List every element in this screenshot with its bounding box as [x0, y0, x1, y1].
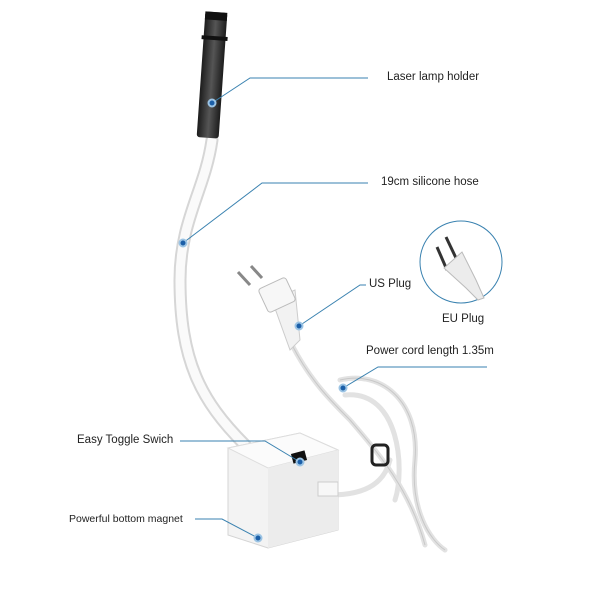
lamp-holder — [196, 11, 228, 139]
label-us-plug: US Plug — [369, 278, 412, 290]
label-eu-plug: EU Plug — [442, 313, 485, 325]
cable-tie — [370, 443, 390, 467]
label-silicone-hose: 19cm silicone hose — [381, 176, 479, 188]
label-toggle-switch: Easy Toggle Swich — [77, 434, 174, 446]
callout-lines — [180, 77, 487, 539]
us-plug-illustration — [236, 264, 301, 351]
eu-plug-inset — [419, 220, 503, 304]
callout-dots — [178, 98, 348, 543]
label-bottom-magnet: Powerful bottom magnet — [69, 513, 183, 525]
label-power-cord: Power cord length 1.35m — [366, 345, 494, 357]
label-laser-lamp-holder: Laser lamp holder — [387, 71, 480, 83]
switch-box — [226, 432, 340, 549]
